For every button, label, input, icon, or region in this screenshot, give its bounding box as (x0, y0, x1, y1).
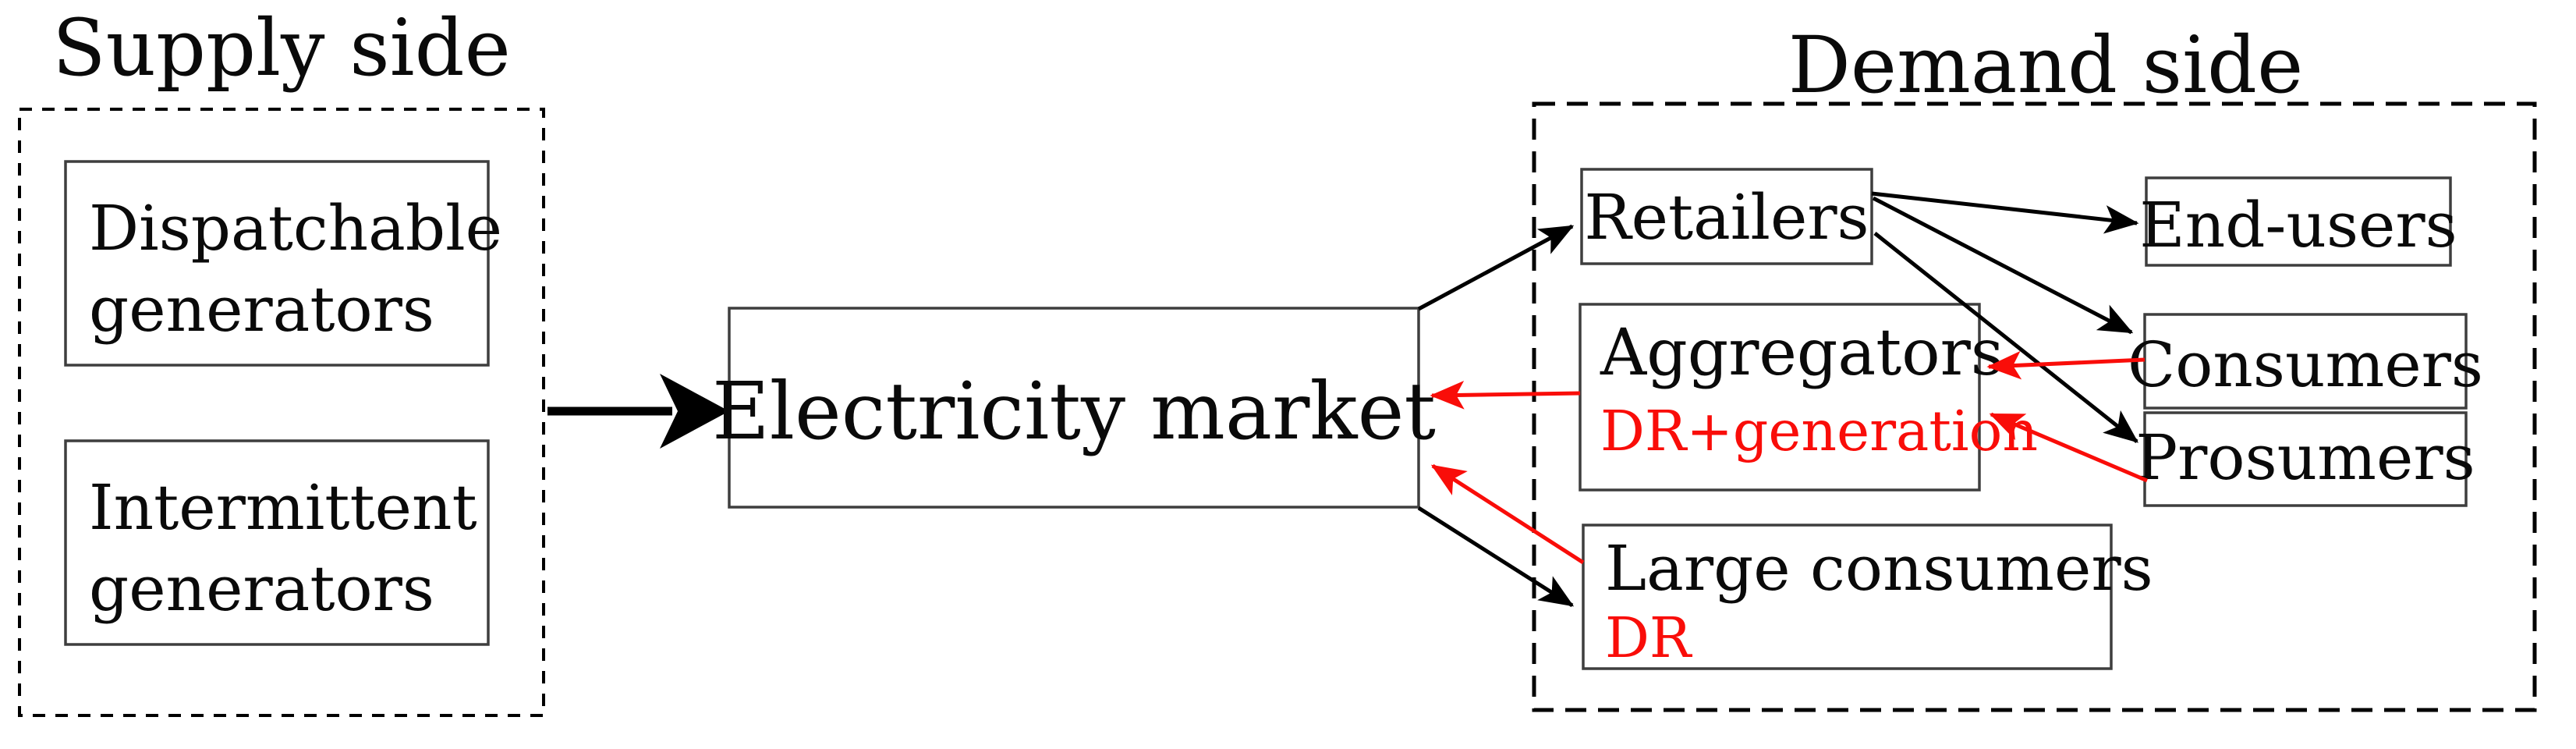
prosumers-to-aggregators-arrow (1989, 412, 2148, 483)
black-arrows-group (1417, 191, 2139, 608)
aggregators-label: Aggregators (1600, 316, 2004, 390)
dispatchable-generators-box (64, 160, 490, 367)
retailers-label: Retailers (1584, 181, 1869, 254)
market-to-large-consumers-arrow (1417, 506, 1575, 608)
retailers-box (1580, 168, 1873, 265)
large-consumers-to-market-arrow (1430, 463, 1585, 565)
red-arrows-group (1430, 350, 2148, 565)
market-to-retailers-arrow (1417, 224, 1575, 311)
prosumers-label: Prosumers (2135, 421, 2475, 494)
large-consumers-box (1582, 524, 2113, 670)
retailers-to-end-users-arrow (1871, 191, 2139, 234)
retailers-to-prosumers-arrow (1873, 232, 2139, 443)
dispatchable-generators-label-line2: generators (89, 273, 434, 346)
aggregators-dr-generation-label: DR+generation (1600, 399, 2038, 463)
intermittent-generators-label-line1: Intermittent (89, 471, 477, 544)
large-consumers-label: Large consumers (1605, 532, 2153, 605)
aggregators-box (1579, 303, 1981, 492)
dispatchable-generators-label-line1: Dispatchable (89, 192, 502, 264)
supply-side-dashed-border (18, 108, 545, 717)
aggregators-to-market-arrow (1430, 381, 1581, 410)
electricity-market-label: Electricity market (712, 365, 1436, 457)
supply-side-title: Supply side (52, 2, 511, 94)
intermittent-generators-label-line2: generators (89, 552, 434, 625)
demand-side-group: Demand side Retailers End-users Aggregat… (1532, 20, 2537, 712)
intermittent-generators-box (64, 439, 490, 646)
demand-side-title: Demand side (1788, 20, 2304, 111)
end-users-label: End-users (2139, 189, 2457, 261)
supply-side-group: Supply side Dispatchable generators Inte… (18, 2, 545, 717)
retailers-to-consumers-arrow (1872, 196, 2134, 335)
supply-to-market-arrowhead-icon (660, 374, 729, 449)
prosumers-box (2143, 411, 2468, 507)
consumers-box (2143, 313, 2468, 410)
consumers-label: Consumers (2128, 328, 2483, 401)
demand-side-dashed-border (1532, 101, 2537, 712)
supply-to-market-arrow (547, 374, 729, 449)
large-consumers-dr-label: DR (1605, 605, 1693, 670)
electricity-market-box (728, 307, 1420, 509)
end-users-box (2145, 176, 2452, 267)
electricity-market-group: Electricity market (712, 307, 1436, 509)
consumers-to-aggregators-arrow (1986, 350, 2145, 380)
